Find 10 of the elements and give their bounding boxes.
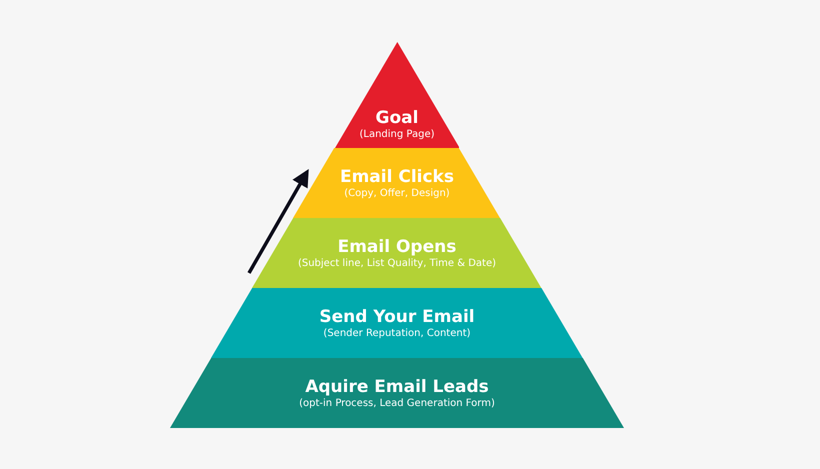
- tier-title: Goal: [376, 108, 418, 128]
- tier-subtitle: (Subject line, List Quality, Time & Date): [298, 256, 496, 270]
- tier-subtitle: (Copy, Offer, Design): [344, 186, 450, 200]
- tier-subtitle: (Landing Page): [359, 128, 435, 140]
- tier-subtitle: (opt-in Process, Lead Generation Form): [299, 396, 495, 410]
- tier-title: Email Opens: [338, 236, 456, 256]
- tier-title: Send Your Email: [319, 306, 475, 326]
- tier-subtitle: (Sender Reputation, Content): [323, 326, 471, 340]
- tier-title: Email Clicks: [340, 166, 454, 186]
- tier-title: Aquire Email Leads: [305, 376, 489, 396]
